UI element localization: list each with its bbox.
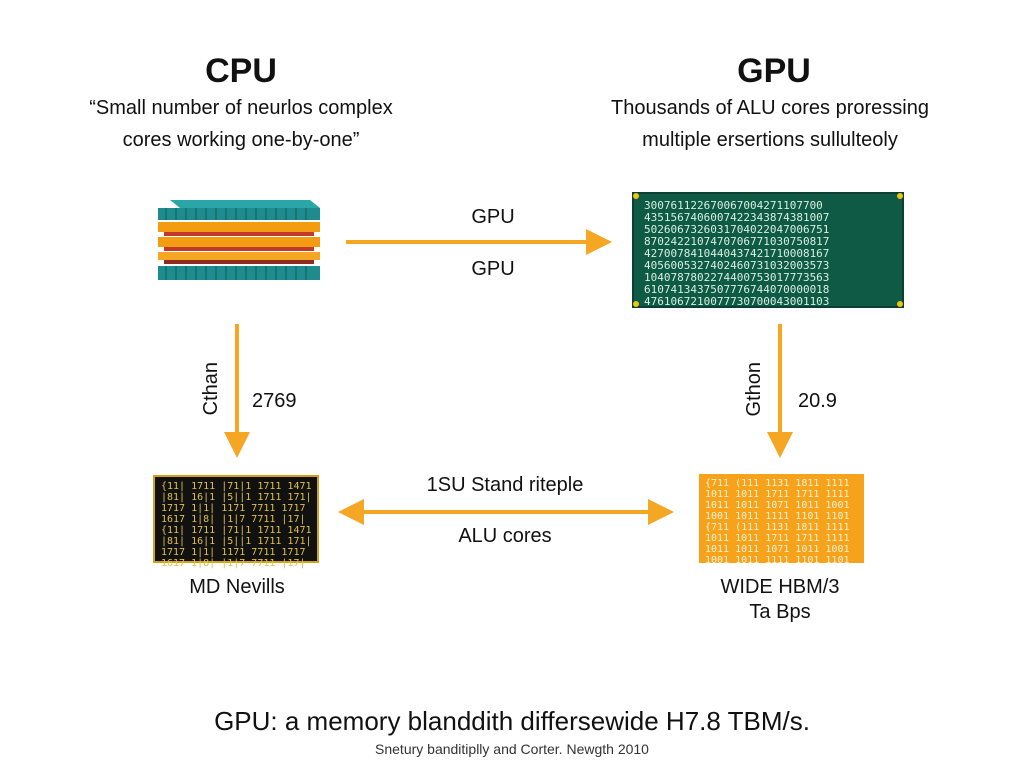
footer-subtitle: Snetury banditiplly and Corter. Newgth 2… xyxy=(375,741,649,757)
arrow-gpu-down xyxy=(767,324,793,458)
gpu-board-icon: 300761122670067004271107700 435156740600… xyxy=(632,192,904,308)
cpu-subtitle-line1: “Small number of neurlos complex xyxy=(89,97,393,119)
gpu-memory-label-line2: Ta Bps xyxy=(749,601,811,623)
cpu-layer-orange-1 xyxy=(158,222,320,236)
middle-top-label-1: GPU xyxy=(471,206,515,228)
gpu-subtitle-line2: multiple ersertions sullulteoly xyxy=(642,129,898,151)
cpu-memory-digits: {11| 1711 |71|1 1711 1471 |81| 16|1 |5||… xyxy=(161,481,312,569)
footer-title: GPU: a memory blanddith differsewide H7.… xyxy=(214,706,810,736)
middle-bottom-label-1: 1SU Stand riteple xyxy=(426,474,584,496)
gpu-subtitle-line1: Thousands of ALU cores proressing xyxy=(611,97,929,119)
gpu-arrow-value: 20.9 xyxy=(798,390,837,412)
gpu-board-digits: 300761122670067004271107700 435156740600… xyxy=(644,199,830,308)
cpu-arrow-label: Cthan xyxy=(200,362,222,416)
middle-top-label-2: GPU xyxy=(471,258,515,280)
cpu-chip-stack-icon xyxy=(158,200,320,280)
cpu-layer-orange-2 xyxy=(158,237,320,251)
cpu-title: CPU xyxy=(205,52,277,90)
cpu-memory-block: {11| 1711 |71|1 1711 1471 |81| 16|1 |5||… xyxy=(153,475,319,569)
arrow-cpu-down xyxy=(224,324,250,458)
gpu-memory-block: {711 (111 1131 1811 1111 1011 1011 1711 … xyxy=(699,474,864,566)
cpu-layer-top xyxy=(158,200,320,220)
arrow-bidirectional xyxy=(338,499,674,525)
gpu-memory-label-line1: WIDE HBM/3 xyxy=(720,576,840,598)
cpu-subtitle: “Small number of neurlos complex cores w… xyxy=(60,92,422,156)
gpu-memory-label: WIDE HBM/3 Ta Bps xyxy=(680,576,880,624)
cpu-memory-label: MD Nevills xyxy=(189,576,285,598)
cpu-subtitle-line2: cores working one-by-one” xyxy=(122,129,360,151)
gpu-title: GPU xyxy=(737,52,811,90)
board-pad-icon xyxy=(897,193,903,199)
cpu-layer-bottom xyxy=(158,266,320,280)
gpu-subtitle: Thousands of ALU cores proressing multip… xyxy=(580,92,960,156)
middle-bottom-label-2: ALU cores xyxy=(458,525,552,547)
arrow-cpu-to-gpu xyxy=(346,229,612,255)
gpu-arrow-label: Gthon xyxy=(743,362,765,417)
board-pad-icon xyxy=(633,301,639,307)
gpu-memory-digits: {711 (111 1131 1811 1111 1011 1011 1711 … xyxy=(705,478,850,566)
board-pad-icon xyxy=(897,301,903,307)
cpu-arrow-value: 2769 xyxy=(252,390,297,412)
cpu-layer-orange-3 xyxy=(158,252,320,264)
board-pad-icon xyxy=(633,193,639,199)
